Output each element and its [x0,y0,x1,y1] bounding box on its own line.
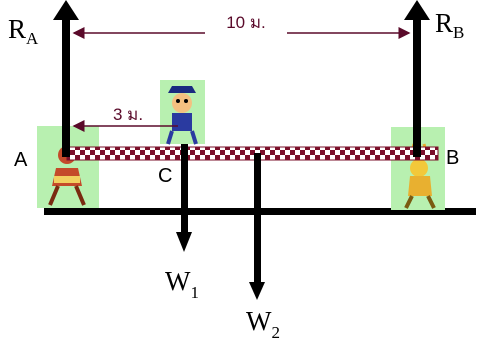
point-c-label: C [158,165,172,187]
point-a-label: A [14,149,28,171]
load-person-figure [160,80,205,145]
ra-label: RA [8,14,39,48]
w1-label: W1 [165,266,199,302]
checkered-plank [66,146,439,161]
rb-label: RB [435,8,464,42]
left-support-figure [37,126,99,208]
distance-ac-label: 3 ม. [113,105,143,124]
w2-label: W2 [246,306,280,342]
distance-ab-label: 10 ม. [226,13,266,32]
weight-2-arrow [249,153,265,300]
reaction-force-b-arrow [404,0,430,157]
point-b-label: B [446,147,459,169]
weight-1-arrow [176,144,192,252]
reaction-force-a-arrow [53,0,79,157]
